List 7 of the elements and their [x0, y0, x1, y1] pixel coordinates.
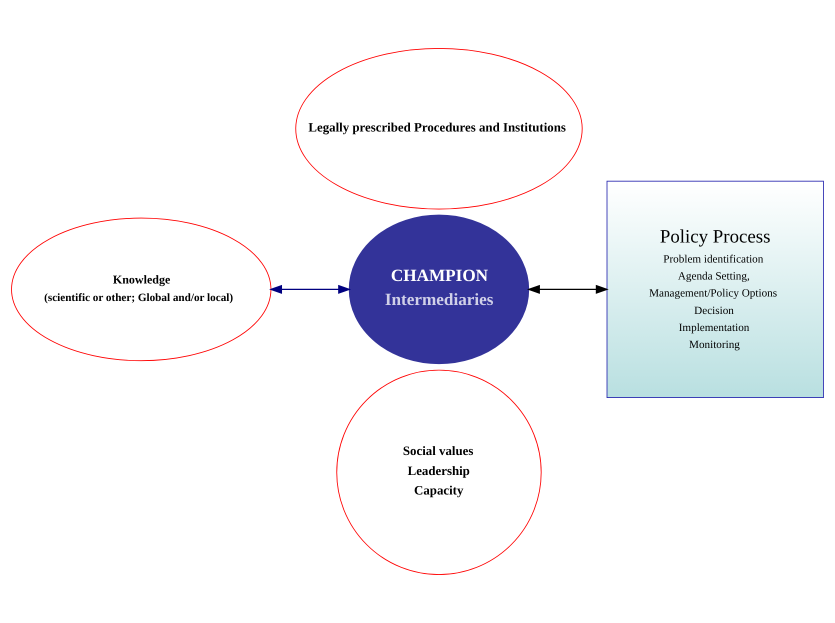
node-box: Policy Process Problem identification Agenda Setting, Management/Policy Options Decision Implementation Monitoring — [606, 180, 824, 398]
node-ellipse: Knowledge (scientific or other; Global and/or local) — [11, 218, 272, 362]
arrow — [527, 284, 609, 294]
arrow — [269, 284, 352, 294]
node-ellipse: Legally prescribed Procedures and Institutions — [295, 48, 583, 210]
node-circle: Social values Leadership Capacity — [336, 370, 542, 575]
node-ellipse: CHAMPION Intermediaries — [348, 214, 530, 364]
